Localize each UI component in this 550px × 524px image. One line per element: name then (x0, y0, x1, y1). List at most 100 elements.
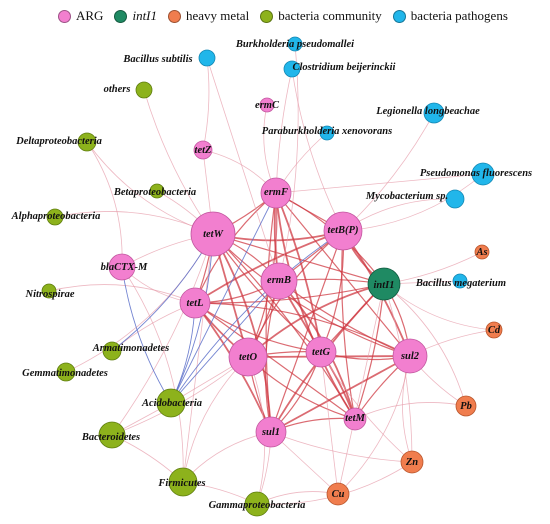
legend-item-heavy-metal: heavy metal (168, 9, 249, 23)
node-Cd (485, 321, 503, 339)
edge-ermB-Bsubtilis (206, 57, 280, 282)
node-label-sul1: sul1 (261, 427, 280, 438)
node-tetM (343, 407, 367, 431)
edge-tetL-intI1 (194, 283, 385, 304)
node-label-others: others (104, 84, 131, 95)
node-label-sul2: sul2 (400, 351, 420, 362)
node-label-Cd: Cd (488, 325, 501, 336)
node-Cu (326, 482, 350, 506)
edge-tetL-tetM (194, 302, 356, 420)
edge-ermB-Clostridium (275, 68, 293, 282)
legend-heavy-metal-label: heavy metal (186, 8, 250, 23)
node-Alphaproteobacteria (46, 208, 64, 226)
edge-intI1-Cd (383, 283, 495, 331)
node-label-ermC: ermC (255, 100, 280, 111)
node-Paraburkholderia (319, 125, 335, 141)
node-Pseudomonas (471, 162, 495, 186)
node-label-Pb: Pb (460, 401, 472, 412)
legend-arg-dot (58, 9, 71, 23)
node-Burkholderia (287, 36, 303, 52)
edge-sul2-Cu (337, 355, 411, 495)
edge-intI1-Pb (383, 283, 467, 407)
node-tetO (228, 337, 268, 377)
node-tetBP (323, 211, 363, 251)
edge-tetBP-sul1 (270, 230, 344, 433)
node-label-Pseudomonas: Pseudomonas fluorescens (420, 168, 532, 179)
node-label-Betaproteobacteria: Betaproteobacteria (113, 187, 196, 198)
node-Deltaproteobacteria (77, 132, 97, 152)
edge-tetBP-Clostridium (291, 68, 344, 232)
node-Bmegaterium (452, 273, 468, 289)
node-tetW (190, 211, 236, 257)
node-Legionella (423, 102, 445, 124)
legend-inti1-dot (114, 9, 128, 23)
network-nodes (41, 36, 503, 517)
node-As (474, 244, 490, 260)
node-label-tetG: tetG (312, 347, 330, 358)
edge-sul1-Zn (270, 431, 413, 463)
edge-ermF-sul2 (275, 192, 411, 357)
node-others (135, 81, 153, 99)
node-Gemmatimonadetes (56, 362, 76, 382)
node-label-Bacteroidetes: Bacteroidetes (81, 432, 140, 443)
node-label-Acidobacteria: Acidobacteria (141, 398, 202, 409)
edge-blaCTXM-Firmicutes (121, 266, 184, 483)
node-tetZ (193, 140, 213, 160)
node-label-Clostridium: Clostridium beijerinckii (293, 62, 396, 73)
node-ermF (260, 177, 292, 209)
legend-item-arg: ARG (58, 9, 103, 23)
edge-tetW-sul1 (212, 233, 272, 433)
edge-tetZ-Bsubtilis (202, 57, 210, 151)
legend-bacteria-pathogens-dot (392, 9, 406, 23)
node-sul1 (255, 416, 287, 448)
node-sul2 (392, 338, 428, 374)
node-intI1 (367, 267, 401, 301)
node-label-Cu: Cu (332, 489, 345, 500)
node-label-Zn: Zn (405, 457, 418, 468)
node-label-blaCTXM: blaCTX-M (101, 262, 148, 273)
edge-ermF-Pseudomonas (275, 173, 484, 194)
node-label-Paraburkholderia: Paraburkholderia xenovorans (262, 126, 392, 137)
node-label-Deltaproteobacteria: Deltaproteobacteria (15, 136, 102, 147)
node-label-tetO: tetO (239, 352, 257, 363)
node-label-Alphaproteobacteria: Alphaproteobacteria (11, 211, 101, 222)
edge-intI1-Cu (337, 283, 385, 495)
node-Armatimonadetes (102, 341, 122, 361)
node-Mycobacterium (445, 189, 465, 209)
node-Betaproteobacteria (149, 183, 165, 199)
node-Firmicutes (168, 467, 198, 497)
node-label-tetL: tetL (187, 298, 204, 309)
edge-tetL-Nitrospirae (48, 284, 196, 304)
edge-ermF-Acidobacteria (170, 192, 277, 404)
node-Bsubtilis (198, 49, 216, 67)
edge-tetO-Firmicutes (182, 356, 249, 483)
node-label-Gammaproteobacteria: Gammaproteobacteria (209, 500, 306, 511)
edge-ermB-Acidobacteria (170, 280, 280, 404)
node-Clostridium (283, 60, 301, 78)
node-label-tetBP: tetB(P) (328, 225, 359, 236)
legend-arg-label: ARG (76, 8, 104, 23)
legend-item-inti1: intI1 (114, 9, 157, 23)
node-label-tetM: tetM (345, 413, 365, 424)
node-label-tetZ: tetZ (195, 145, 212, 156)
legend-inti1-label: intI1 (132, 8, 158, 23)
node-Gammaproteobacteria (244, 491, 270, 517)
node-Bacteroidetes (98, 421, 126, 449)
node-label-tetW: tetW (203, 229, 223, 240)
edge-blaCTXM-Acidobacteria (121, 266, 172, 404)
node-label-Gemmatimonadetes: Gemmatimonadetes (22, 368, 108, 379)
edge-tetM-Pb (354, 402, 467, 420)
node-Acidobacteria (156, 388, 186, 418)
legend-item-bacteria-pathogens: bacteria pathogens (392, 8, 508, 23)
legend-item-bacteria-community: bacteria community (260, 9, 382, 23)
edge-sul2-sul1 (270, 355, 411, 433)
node-blaCTXM (108, 253, 136, 281)
node-Zn (400, 450, 424, 474)
edge-tetW-Firmicutes (182, 233, 214, 483)
legend-bacteria-pathogens-label: bacteria pathogens (410, 8, 508, 23)
node-label-As: As (475, 247, 487, 258)
node-Nitrospirae (41, 283, 57, 299)
node-label-Firmicutes: Firmicutes (157, 478, 205, 489)
edge-tetW-others (143, 89, 214, 235)
